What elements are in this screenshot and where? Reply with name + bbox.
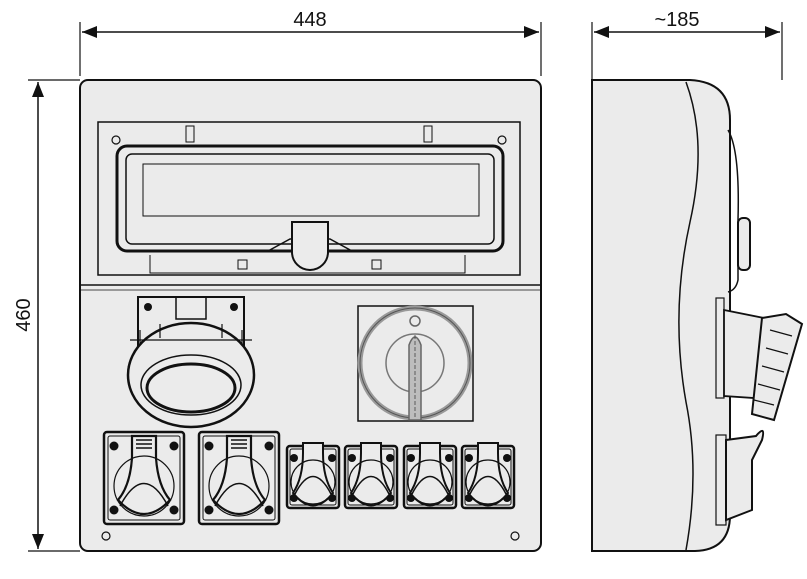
- schuko-socket-1: [285, 441, 341, 510]
- height-dimension: 460: [13, 79, 80, 552]
- large-cee-socket: [126, 296, 256, 429]
- socket-16a-1: [102, 430, 186, 526]
- schuko-socket-3: [402, 441, 458, 510]
- schuko-socket-2: [343, 441, 399, 510]
- width-dimension: 448: [79, 9, 542, 76]
- width-label: 448: [293, 9, 326, 31]
- breaker-window: [97, 121, 521, 276]
- depth-dimension: ~185: [591, 9, 783, 80]
- socket-16a-2: [197, 430, 281, 526]
- height-label: 460: [13, 298, 35, 331]
- main-rotary-switch: [357, 305, 474, 422]
- side-view: [591, 79, 804, 552]
- front-view: [79, 79, 542, 552]
- schuko-socket-4: [460, 441, 516, 510]
- depth-label: ~185: [654, 9, 699, 31]
